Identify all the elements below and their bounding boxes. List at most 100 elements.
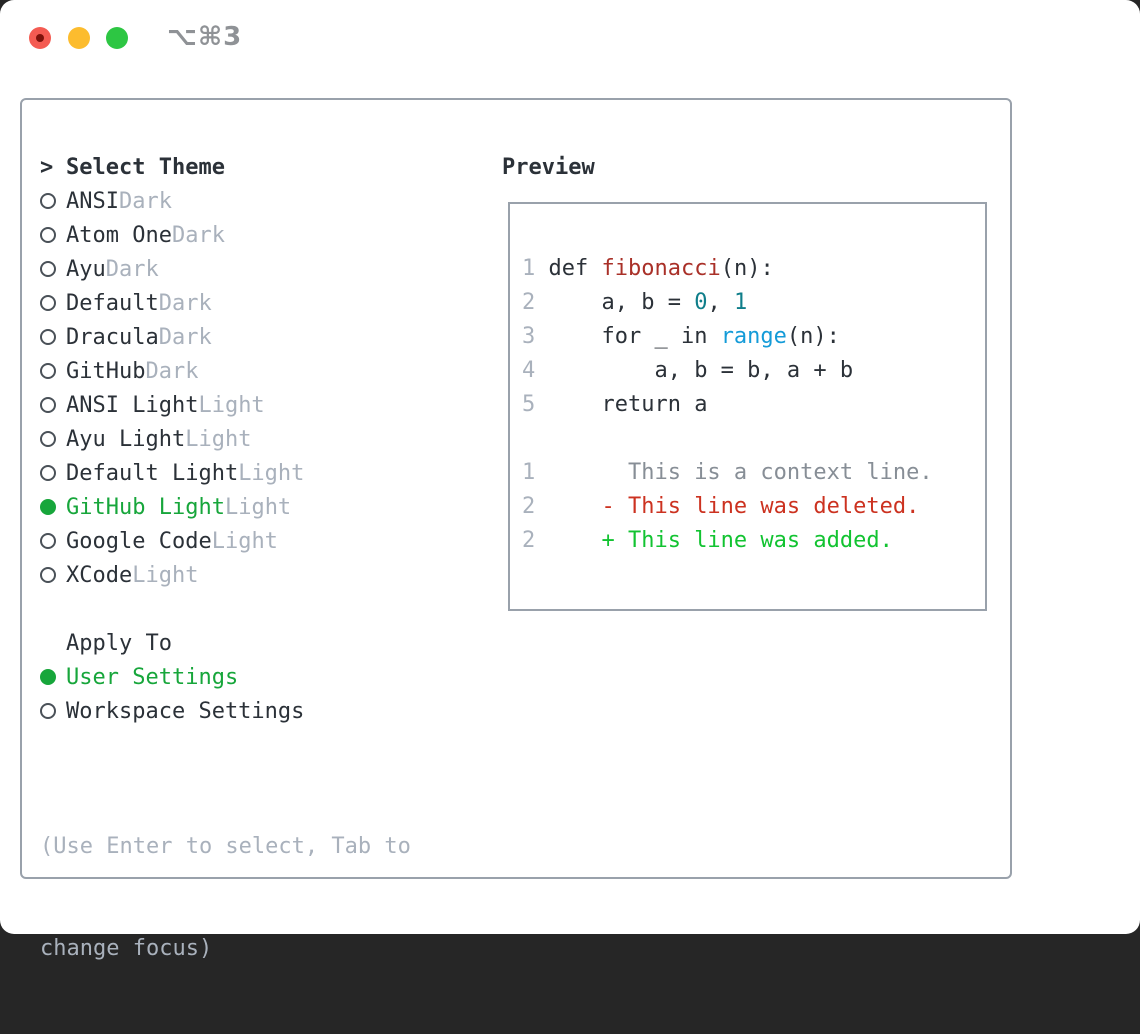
radio-unselected-icon bbox=[40, 533, 56, 549]
theme-option-ayu[interactable]: Ayu Dark bbox=[40, 252, 480, 286]
code-token: fibonacci bbox=[601, 256, 721, 281]
option-variant: Dark bbox=[105, 256, 159, 282]
line-number: 1 bbox=[522, 460, 536, 485]
option-name: ANSI bbox=[66, 188, 119, 214]
code-token: (n): bbox=[720, 256, 774, 281]
line-number: 1 bbox=[522, 256, 536, 281]
line-number: 2 bbox=[522, 290, 536, 315]
preview-line: 2 + This line was added. bbox=[522, 524, 985, 558]
apply-to-header: Apply To bbox=[40, 626, 480, 660]
preview-line: 4 a, b = b, a + b bbox=[522, 354, 985, 388]
preview-line bbox=[522, 422, 985, 456]
preview-line: 1 This is a context line. bbox=[522, 456, 985, 490]
theme-option-google-code[interactable]: Google Code Light bbox=[40, 524, 480, 558]
option-name: Default bbox=[66, 290, 159, 316]
code-token: a, b = bbox=[535, 290, 695, 315]
preview-line: 5 return a bbox=[522, 388, 985, 422]
option-name: Default Light bbox=[66, 460, 239, 486]
radio-unselected-icon bbox=[40, 431, 56, 447]
option-name: Dracula bbox=[66, 324, 159, 350]
code-token: + This line was added. bbox=[535, 528, 893, 553]
option-variant: Dark bbox=[118, 188, 172, 214]
theme-option-ayu-light[interactable]: Ayu Light Light bbox=[40, 422, 480, 456]
line-number: 3 bbox=[522, 324, 536, 349]
code-token: a, b = b, a + b bbox=[535, 358, 854, 383]
option-name: Atom One bbox=[66, 222, 172, 248]
apply-option-user-settings[interactable]: User Settings bbox=[40, 660, 480, 694]
radio-unselected-icon bbox=[40, 397, 56, 413]
spacer bbox=[40, 592, 480, 626]
preview-line: 2 a, b = 0, 1 bbox=[522, 286, 985, 320]
option-variant: Light bbox=[211, 528, 278, 554]
option-name: ANSI Light bbox=[66, 392, 199, 418]
select-theme-label: Select Theme bbox=[66, 154, 225, 180]
option-name: User Settings bbox=[66, 664, 239, 690]
title-bar: ⌥⌘3 bbox=[0, 0, 1140, 76]
theme-option-ansi[interactable]: ANSI Dark bbox=[40, 184, 480, 218]
code-token: This is a context line. bbox=[535, 460, 933, 485]
select-theme-header: > Select Theme bbox=[40, 150, 480, 184]
theme-option-default-light[interactable]: Default Light Light bbox=[40, 456, 480, 490]
spacer bbox=[40, 728, 480, 762]
hint-line: change focus) bbox=[40, 936, 213, 961]
apply-option-workspace-settings[interactable]: Workspace Settings bbox=[40, 694, 480, 728]
preview-line: 2 - This line was deleted. bbox=[522, 490, 985, 524]
code-token: , bbox=[707, 290, 734, 315]
radio-unselected-icon bbox=[40, 295, 56, 311]
option-variant: Light bbox=[224, 494, 292, 520]
unsaved-indicator-icon bbox=[36, 34, 44, 42]
option-name: GitHub bbox=[66, 358, 146, 384]
code-token: return a bbox=[535, 392, 708, 417]
keyboard-hint: (Use Enter to select, Tab to change focu… bbox=[40, 762, 480, 1034]
option-variant: Dark bbox=[145, 358, 199, 384]
window-title-shortcut: ⌥⌘3 bbox=[167, 22, 243, 52]
radio-unselected-icon bbox=[40, 227, 56, 243]
radio-unselected-icon bbox=[40, 465, 56, 481]
option-name: Ayu Light bbox=[66, 426, 186, 452]
option-variant: Dark bbox=[158, 324, 212, 350]
option-variant: Dark bbox=[171, 222, 225, 248]
code-token: - This line was deleted. bbox=[535, 494, 920, 519]
radio-selected-icon bbox=[40, 669, 56, 685]
radio-unselected-icon bbox=[40, 329, 56, 345]
theme-option-github-light[interactable]: GitHub Light Light bbox=[40, 490, 480, 524]
radio-selected-icon bbox=[40, 499, 56, 515]
theme-option-default[interactable]: Default Dark bbox=[40, 286, 480, 320]
preview-line: 3 for _ in range(n): bbox=[522, 320, 985, 354]
option-variant: Dark bbox=[158, 290, 212, 316]
option-name: Ayu bbox=[66, 256, 106, 282]
option-variant: Light bbox=[238, 460, 305, 486]
option-name: Google Code bbox=[66, 528, 212, 554]
option-variant: Light bbox=[198, 392, 265, 418]
theme-option-github[interactable]: GitHub Dark bbox=[40, 354, 480, 388]
radio-unselected-icon bbox=[40, 261, 56, 277]
line-number: 2 bbox=[522, 528, 536, 553]
radio-unselected-icon bbox=[40, 567, 56, 583]
minimize-button[interactable] bbox=[68, 27, 90, 49]
code-token: for _ in bbox=[535, 324, 721, 349]
close-button[interactable] bbox=[29, 27, 51, 49]
theme-option-ansi-light[interactable]: ANSI Light Light bbox=[40, 388, 480, 422]
apply-to-label: Apply To bbox=[66, 630, 172, 656]
preview-line: 1 def fibonacci(n): bbox=[522, 252, 985, 286]
theme-option-xcode[interactable]: XCode Light bbox=[40, 558, 480, 592]
option-name: XCode bbox=[66, 562, 133, 588]
code-token: def bbox=[535, 256, 602, 281]
option-variant: Light bbox=[185, 426, 252, 452]
option-variant: Light bbox=[132, 562, 199, 588]
line-number: 2 bbox=[522, 494, 536, 519]
code-token: 1 bbox=[733, 290, 748, 315]
code-token: range bbox=[720, 324, 787, 349]
theme-option-atom-one[interactable]: Atom One Dark bbox=[40, 218, 480, 252]
zoom-button[interactable] bbox=[106, 27, 128, 49]
hint-line: (Use Enter to select, Tab to bbox=[40, 834, 411, 859]
option-name: Workspace Settings bbox=[66, 698, 305, 724]
theme-option-dracula[interactable]: Dracula Dark bbox=[40, 320, 480, 354]
